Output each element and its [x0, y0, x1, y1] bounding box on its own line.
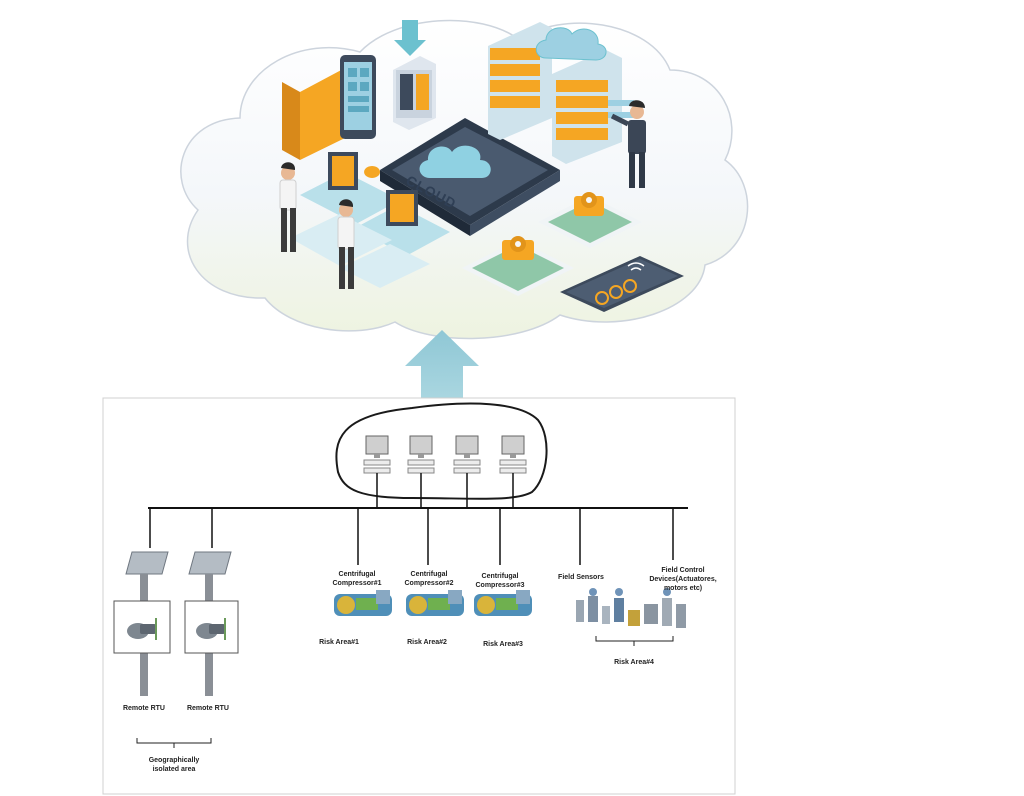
- field-instruments-icon: [576, 588, 686, 628]
- compressor-icon-3: [474, 590, 532, 616]
- cloud-platform: [180, 19, 749, 340]
- server-rack-icon: [488, 22, 634, 164]
- risk-area-4-bracket: [595, 636, 674, 646]
- remote-rtu-1: [113, 551, 171, 696]
- mobile-device-icon: [282, 55, 376, 160]
- compressor-3-label: Centrifugal Compressor#3: [475, 573, 525, 589]
- field-control-label: Field Control Devices(Actuatores, motors…: [649, 567, 717, 592]
- compressor-1-label: Centrifugal Compressor#1: [332, 571, 382, 587]
- scada-station-group: [335, 402, 548, 508]
- solar-panel-icon: [188, 551, 232, 575]
- engineer-figure-left-2: [337, 199, 355, 289]
- hmi-station-icon: [407, 435, 435, 474]
- upload-arrow: [405, 330, 479, 398]
- field-sensors-label: Field Sensors: [558, 574, 604, 581]
- engineer-figure-left-1: [279, 162, 297, 252]
- remote-rtu-2: [184, 551, 239, 696]
- geo-area-bracket: [136, 738, 212, 748]
- hmi-station-icon: [363, 435, 391, 474]
- rtu-device-icon: [127, 618, 157, 640]
- rtu-2-label: Remote RTU: [186, 705, 229, 712]
- risk-area-2-label: Risk Area#2: [407, 639, 447, 646]
- compressor-2-label: Centrifugal Compressor#2: [404, 571, 454, 587]
- cloud-glyph-icon: [419, 145, 491, 178]
- risk-area-1-label: Risk Area#1: [319, 639, 359, 646]
- compressor-icon-1: [334, 590, 392, 616]
- engineer-figure-right: [610, 100, 646, 188]
- solar-panel-icon: [125, 551, 169, 575]
- wifi-tablet-icon: [560, 256, 684, 312]
- compressor-icon-2: [406, 590, 464, 616]
- gear-block-icon-2: [462, 236, 574, 296]
- tower-device-icon: [393, 20, 436, 130]
- rtu-1-label: Remote RTU: [122, 705, 165, 712]
- risk-area-3-label: Risk Area#3: [483, 641, 523, 648]
- cloud-tile: [380, 118, 560, 236]
- rtu-device-icon: [196, 618, 226, 640]
- geo-area-label: Geographically isolated area: [148, 757, 200, 773]
- gear-block-icon-1: [538, 192, 642, 248]
- risk-area-4-label: Risk Area#4: [614, 659, 654, 666]
- bus-drops: [149, 508, 674, 565]
